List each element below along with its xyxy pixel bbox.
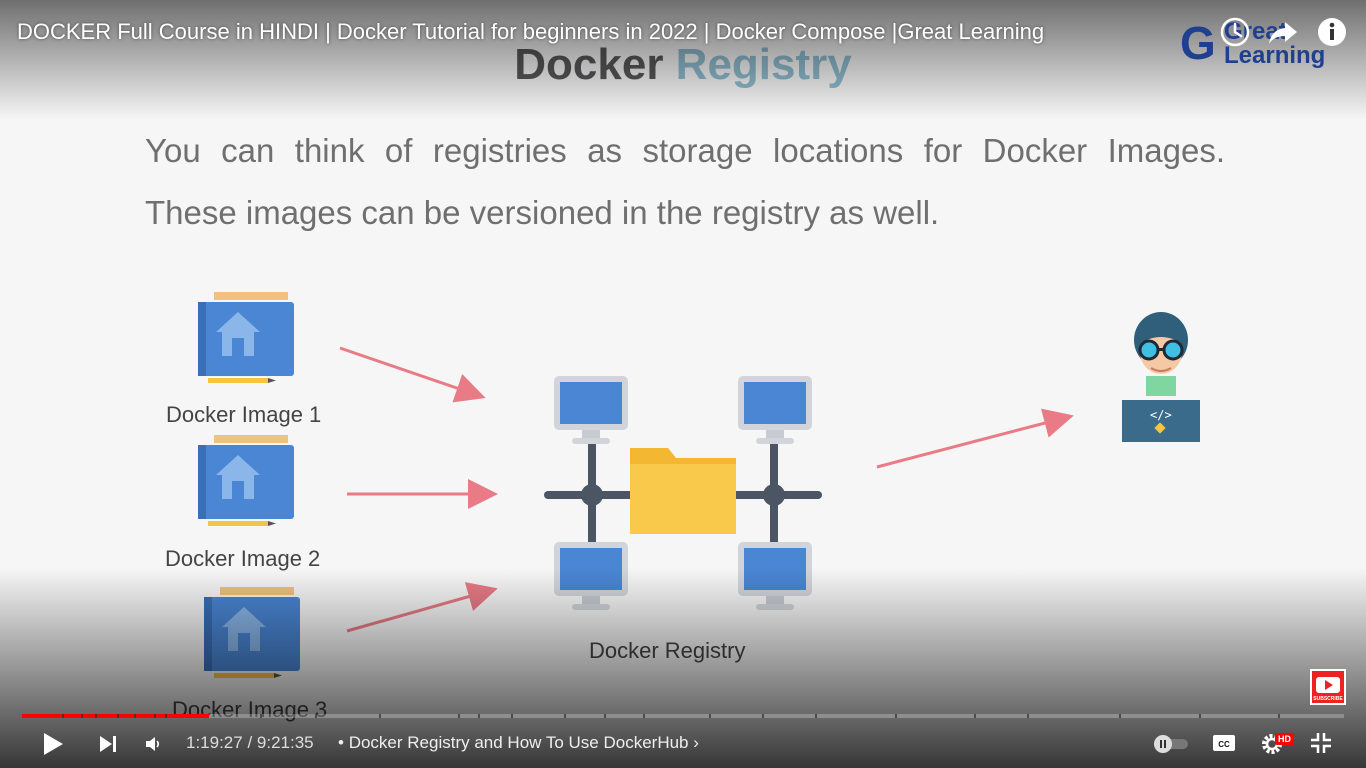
chapter-title: Docker Registry and How To Use DockerHub [348,733,689,752]
chapter-marker [378,714,381,718]
video-title[interactable]: DOCKER Full Course in HINDI | Docker Tut… [17,19,1045,44]
chapter-title-button[interactable]: • Docker Registry and How To Use DockerH… [338,733,699,753]
progress-bar[interactable] [22,714,1344,718]
chapter-marker [315,714,318,718]
time-current: 1:19:27 [186,733,243,752]
time-separator: / [242,733,257,752]
registry-label: Docker Registry [589,638,746,663]
chapter-marker [973,714,976,718]
share-icon[interactable] [1267,16,1299,48]
chapter-marker [154,714,157,718]
image-label-1: Docker Image 1 [166,402,322,427]
arrow-registry-to-developer [876,408,1074,469]
chevron-right-icon: › [693,733,699,752]
time-display: 1:19:27 / 9:21:35 [186,733,314,753]
chapter-marker [564,714,567,718]
blueprint-icon [198,292,294,383]
svg-text:SUBSCRIBE: SUBSCRIBE [1313,696,1343,702]
hd-badge: HD [1275,733,1294,745]
chapter-marker [478,714,481,718]
slide-text-line-1: You can think of registries as storage l… [145,132,1225,169]
volume-icon[interactable] [144,734,164,754]
watch-later-icon[interactable] [1219,16,1251,48]
progress-played [22,714,210,718]
next-button[interactable] [97,733,119,755]
svg-text:CC: CC [1218,740,1230,749]
blueprint-icon [198,435,294,526]
great-learning-logo: G Great Learning [1180,17,1325,69]
chapter-marker [1277,714,1280,718]
chapter-marker [117,714,120,718]
exit-fullscreen-icon[interactable] [1309,731,1333,755]
chapter-marker [709,714,712,718]
chapter-marker [94,714,97,718]
chapter-marker [511,714,514,718]
play-icon: SUBSCRIBE [1313,677,1343,702]
captions-icon[interactable]: CC [1212,733,1236,753]
chapter-marker [603,714,606,718]
image-label-2: Docker Image 2 [165,546,321,571]
chapter-marker [1198,714,1201,718]
subscribe-watermark-button[interactable]: SUBSCRIBE [1310,669,1346,705]
chapter-marker [643,714,646,718]
chapter-marker [134,714,137,718]
chapter-marker [1026,714,1029,718]
chapter-marker [164,714,167,718]
time-total: 9:21:35 [256,733,314,752]
play-button[interactable] [40,731,66,757]
registry-network-icon [544,376,822,610]
slide-text-line-2: These images can be versioned in the reg… [145,194,940,231]
chapter-marker [81,714,84,718]
chapter-marker [1119,714,1122,718]
chapter-marker [259,714,262,718]
svg-text:G: G [1180,17,1216,69]
chapter-marker [458,714,461,718]
chapter-marker [894,714,897,718]
svg-text:Learning: Learning [1224,42,1325,69]
svg-text:</>: </> [1150,408,1172,422]
chapter-marker [762,714,765,718]
chapter-marker [61,714,64,718]
autoplay-toggle[interactable] [1152,734,1190,754]
chapter-marker [815,714,818,718]
arrow-image1-to-registry [339,346,486,403]
arrow-image3-to-registry [346,582,498,633]
info-icon[interactable] [1316,16,1348,48]
developer-icon: </> [1122,312,1200,442]
chapter-bullet: • [338,733,344,752]
